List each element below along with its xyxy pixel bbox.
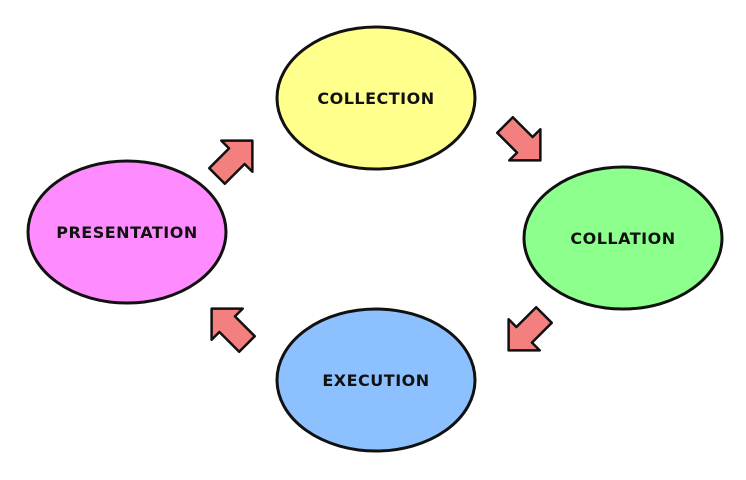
arrow-collection-to-collation <box>496 116 542 162</box>
node-collection-label: COLLECTION <box>317 89 434 108</box>
arrow-presentation-to-collection <box>208 139 254 185</box>
node-collation: COLLATION <box>522 165 724 311</box>
node-execution: EXECUTION <box>275 307 477 453</box>
node-presentation-label: PRESENTATION <box>56 223 198 242</box>
node-collation-shape <box>522 165 724 311</box>
arrow-execution-to-presentation <box>210 307 256 353</box>
node-collection: COLLECTION <box>275 25 477 171</box>
node-collation-label: COLLATION <box>570 229 675 248</box>
node-presentation: PRESENTATION <box>26 159 228 305</box>
node-execution-shape <box>275 307 477 453</box>
node-execution-label: EXECUTION <box>322 371 429 390</box>
node-collection-shape <box>275 25 477 171</box>
arrow-collation-to-execution <box>507 306 553 352</box>
node-presentation-shape <box>26 159 228 305</box>
